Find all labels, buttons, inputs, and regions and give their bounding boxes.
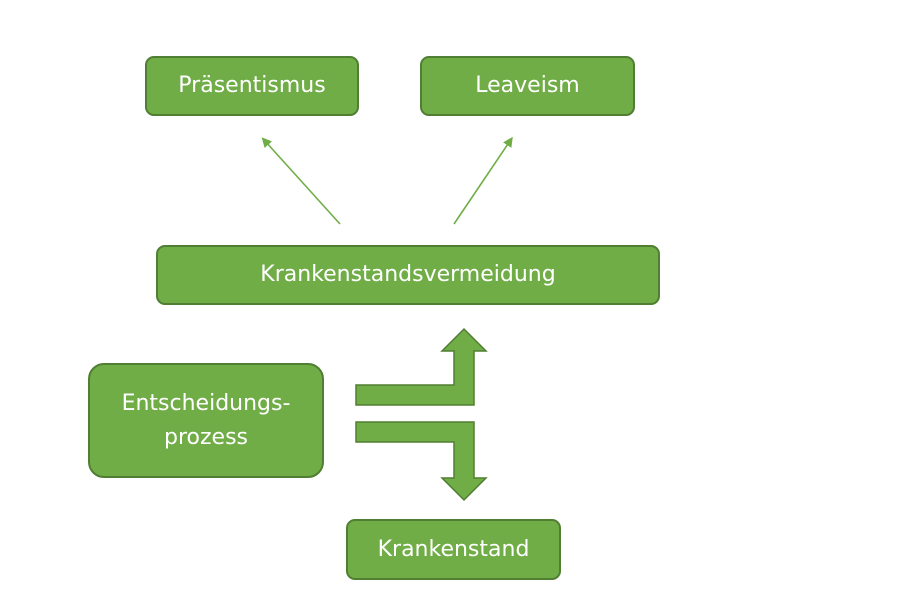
node-krankenstand-label: Krankenstand <box>377 536 530 562</box>
bent-arrow-down <box>355 421 488 502</box>
node-krankenstandsvermeidung: Krankenstandsvermeidung <box>156 245 660 305</box>
node-entscheidungsprozess: Entscheidungs- prozess <box>88 363 324 478</box>
node-krankenstand: Krankenstand <box>346 519 561 580</box>
node-praesentismus: Präsentismus <box>145 56 359 116</box>
node-praesentismus-label: Präsentismus <box>178 73 326 98</box>
arrow-to-praesentismus <box>261 137 341 225</box>
node-entscheidungsprozess-label-line1: Entscheidungs- <box>121 390 291 416</box>
node-krankenstandsvermeidung-label: Krankenstandsvermeidung <box>260 262 556 287</box>
node-leaveism-label: Leaveism <box>475 73 580 98</box>
arrow-to-leaveism <box>453 136 513 225</box>
bent-arrow-up <box>355 327 488 406</box>
node-leaveism: Leaveism <box>420 56 635 116</box>
node-entscheidungsprozess-label-line2: prozess <box>164 424 248 450</box>
